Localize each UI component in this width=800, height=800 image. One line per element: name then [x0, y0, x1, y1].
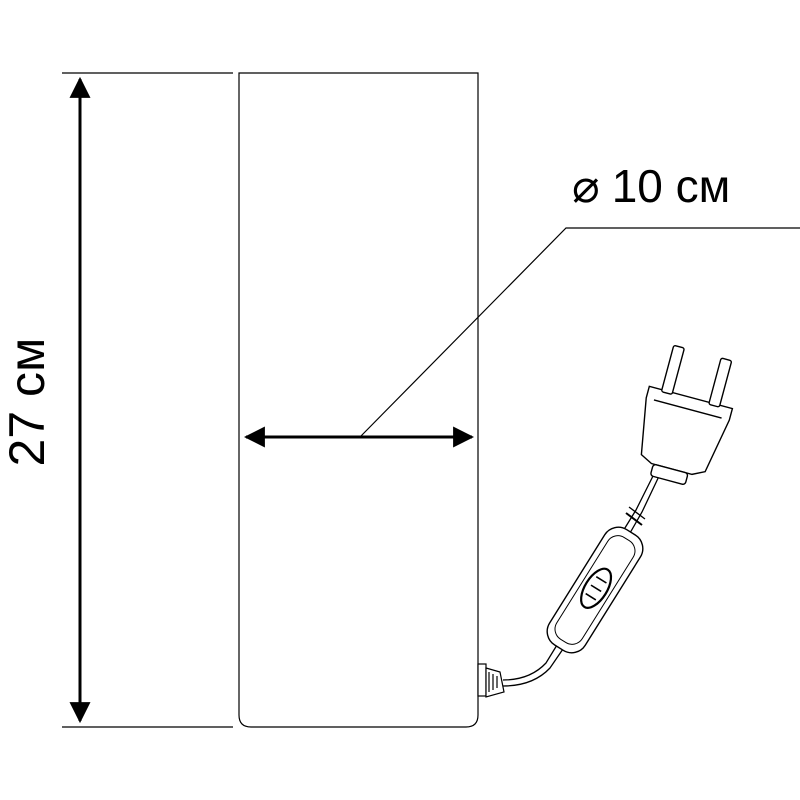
diameter-leader-line — [359, 227, 800, 438]
diameter-symbol-icon: ⌀ — [572, 160, 600, 212]
power-cord — [502, 469, 662, 687]
diameter-dimension-label: ⌀10 см — [572, 163, 730, 209]
plug — [640, 345, 734, 485]
cylinder-body — [238, 72, 479, 728]
cord-collar — [477, 663, 505, 698]
inline-switch — [546, 526, 644, 654]
diameter-value: 10 см — [611, 160, 731, 212]
height-dimension-label: 27 см — [0, 337, 55, 467]
